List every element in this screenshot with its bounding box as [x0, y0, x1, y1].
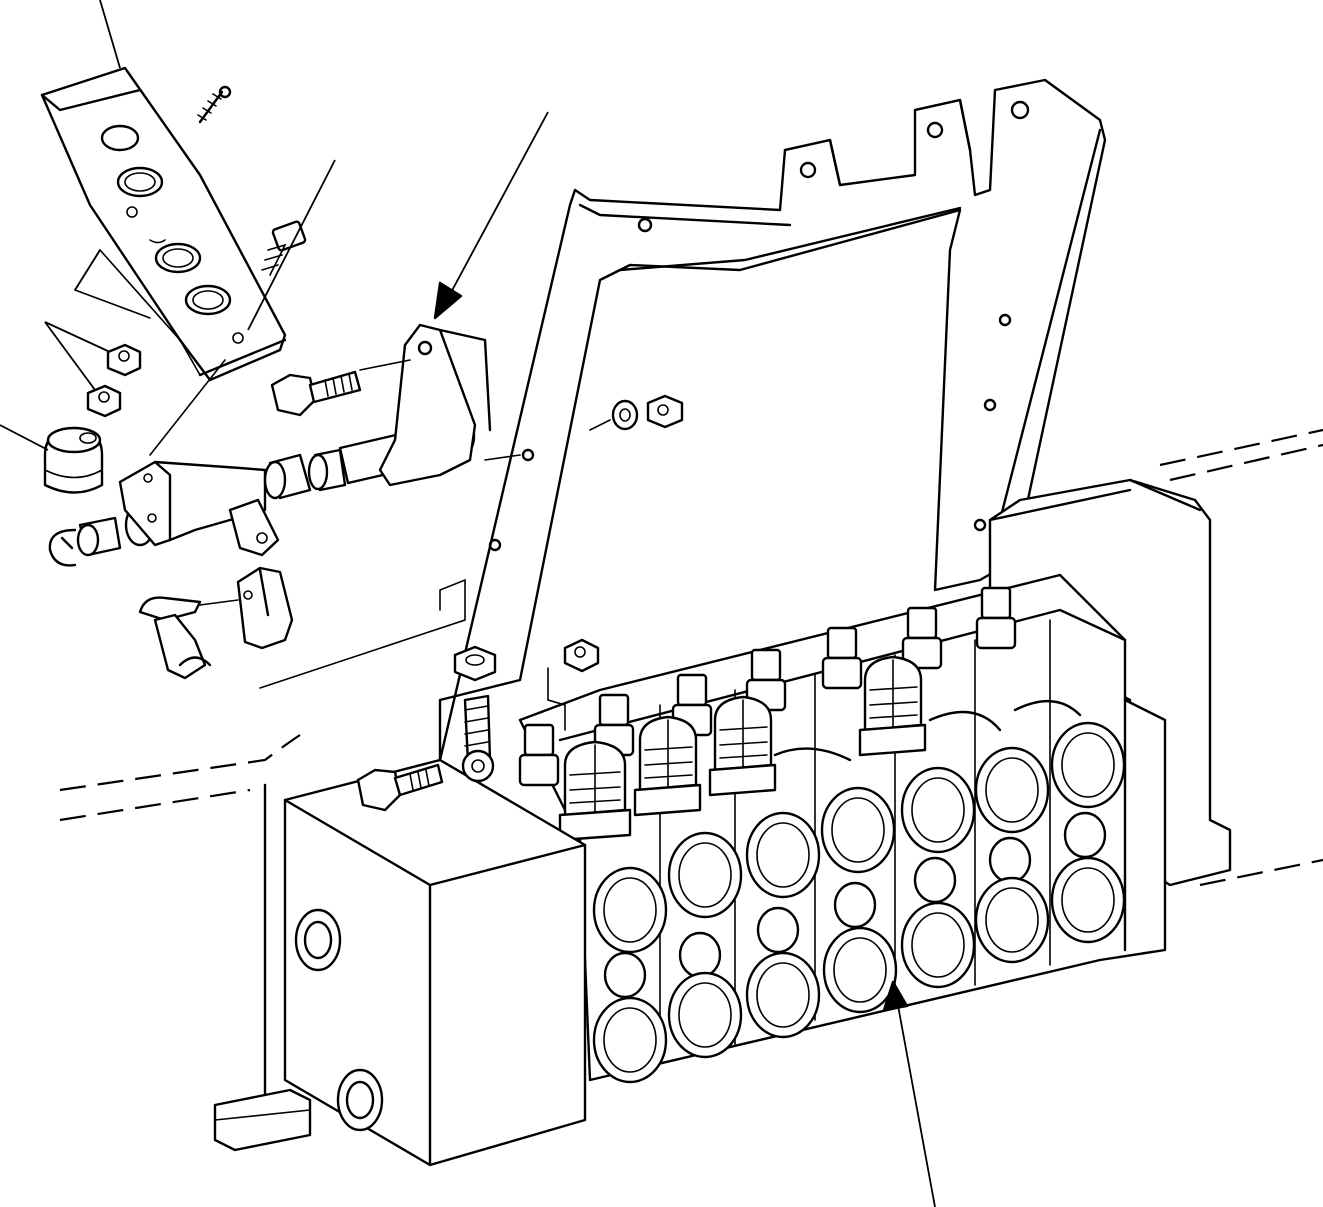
hex-bolt [272, 372, 360, 415]
spool-cap [560, 742, 630, 840]
leader-line [248, 160, 335, 330]
arrow-head [884, 982, 907, 1010]
frame-outline [60, 430, 1323, 885]
leader-line [75, 250, 100, 290]
spool-cap [860, 657, 925, 755]
spool-cap [710, 697, 775, 795]
spool-stem [977, 588, 1015, 648]
snap-ring [50, 530, 75, 565]
leader-lines [0, 0, 935, 1207]
leader-line [45, 322, 95, 390]
foot-pedal [42, 68, 285, 380]
clevis [140, 568, 292, 678]
hex-nut [88, 386, 120, 416]
spool-caps [560, 657, 925, 840]
leader-line [100, 0, 120, 68]
inlet-block [215, 760, 585, 1165]
leader-line [45, 322, 110, 352]
spool-stem [903, 608, 941, 668]
spool-stem [520, 725, 558, 785]
washer [613, 401, 637, 429]
spool-cap [635, 717, 700, 815]
hex-nut [455, 647, 495, 680]
leader-arrow [897, 1000, 935, 1207]
leader-line [0, 425, 48, 450]
lever-plate [380, 325, 490, 485]
hex-nut [648, 396, 682, 427]
valve-ports [594, 723, 1124, 1082]
pedal-screws [198, 87, 306, 275]
hex-bolt [358, 765, 442, 810]
bushing [45, 428, 102, 493]
leader-arrow [448, 112, 548, 298]
bolts [272, 372, 682, 810]
hex-nut [108, 345, 140, 375]
pedal-hardware [45, 345, 154, 565]
clutch-cylinder [120, 462, 278, 555]
port-row-top [594, 723, 1124, 952]
hex-nut [565, 640, 598, 671]
clevis-rod [463, 696, 493, 781]
arrow-head [435, 283, 461, 318]
port-row-bottom [594, 858, 1124, 1082]
spool-stem [823, 628, 861, 688]
mounting-bracket [440, 80, 1105, 760]
spool-stems [520, 588, 1015, 785]
bushing [78, 518, 120, 555]
